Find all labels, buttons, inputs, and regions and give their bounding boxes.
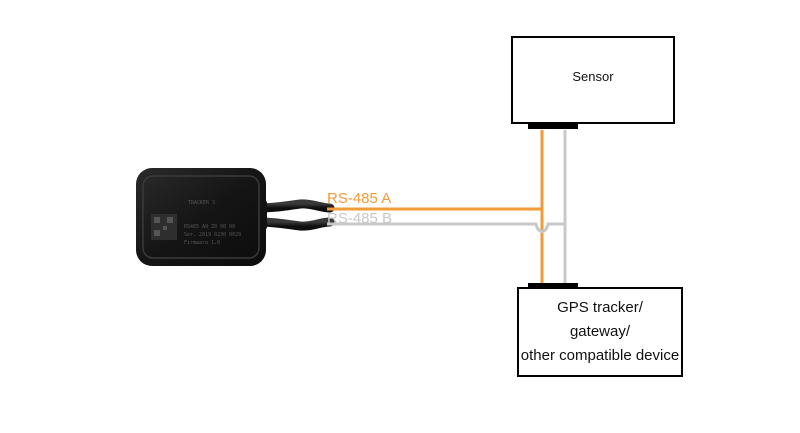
device-text-line-1: TRACKER S (188, 200, 215, 206)
rs485-b-label: RS-485 B (327, 210, 392, 227)
gateway-line-2: gateway/ (570, 323, 631, 340)
device-text-line-3: Ser. 2019 0230 0029 (184, 232, 241, 238)
sensor-box: Sensor (511, 36, 675, 129)
gateway-line-3: other compatible device (521, 347, 679, 364)
device-text-line-2: RS485 A0 Z0 00 00 (184, 224, 235, 230)
gateway-box: GPS tracker/ gateway/ other compatible d… (517, 283, 683, 377)
device-text-line-4: Firmware 1.0 (184, 240, 220, 246)
rs485-a-label: RS-485 A (327, 190, 391, 207)
sensor-label: Sensor (572, 69, 614, 84)
gateway-line-1: GPS tracker/ (557, 299, 644, 316)
wire-rs485-a (327, 130, 544, 286)
wire-rs485-b (327, 130, 567, 286)
rs485-sensor-device-icon: TRACKER S RS485 A0 Z0 00 00 Ser. 2019 02… (136, 168, 335, 266)
